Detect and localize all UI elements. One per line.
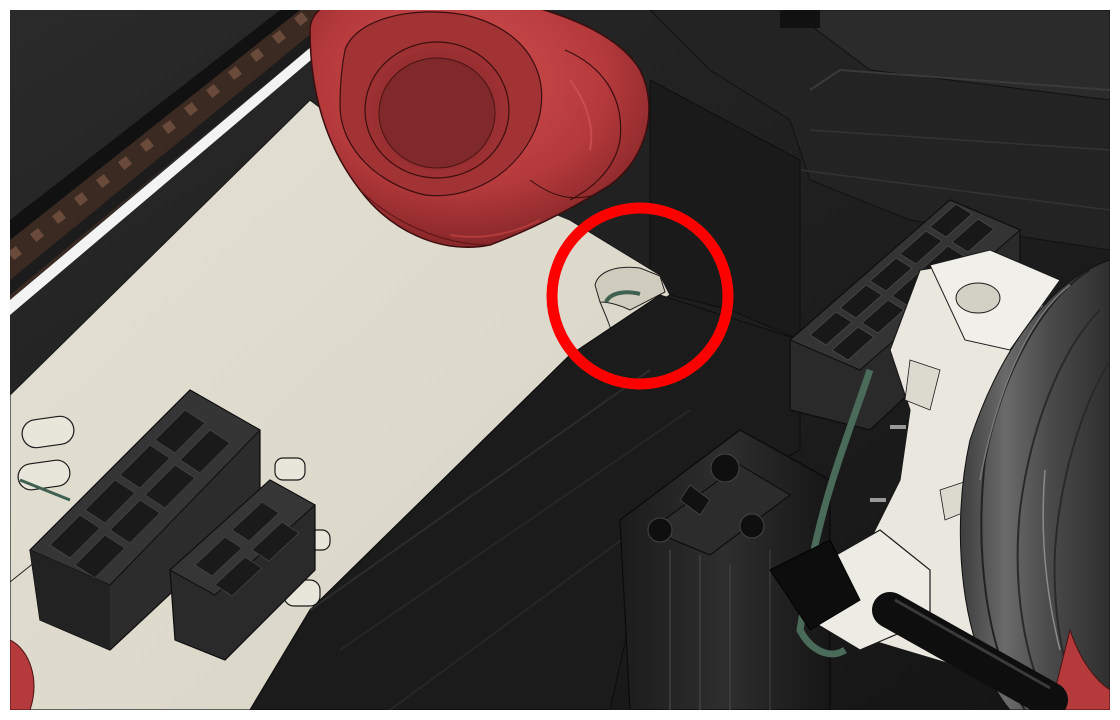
cad-scene	[10, 10, 1110, 710]
black-rod	[872, 592, 1068, 710]
dark-housing-block	[649, 10, 1110, 341]
highlight-circle	[546, 202, 734, 390]
connector-left-large	[29, 389, 261, 651]
render-area[interactable]	[10, 10, 1110, 710]
timing-belt	[10, 10, 370, 315]
red-thumb-knob	[309, 10, 650, 248]
red-knob-edge	[10, 639, 35, 710]
rod-bracket	[769, 539, 861, 631]
pcb-board	[796, 368, 874, 658]
stepper-motor	[959, 259, 1110, 710]
connector-left-small	[169, 479, 316, 661]
